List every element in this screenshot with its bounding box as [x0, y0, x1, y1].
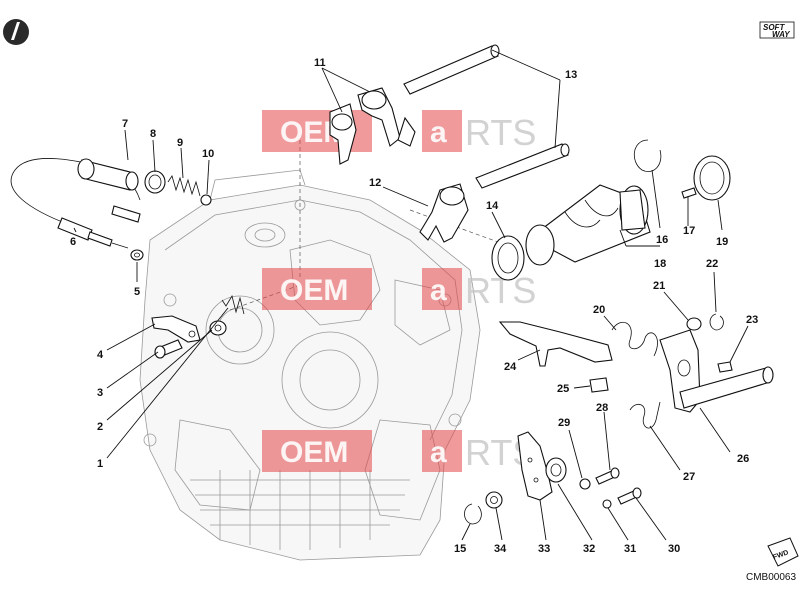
watermark-rts-1: RTS — [465, 112, 536, 153]
callout-18: 18 — [654, 258, 666, 270]
washer-part-32 — [545, 457, 567, 483]
bolt-part-28 — [595, 467, 620, 485]
circlip-part-22 — [709, 313, 724, 331]
callout-17: 17 — [683, 225, 695, 237]
callout-30: 30 — [668, 543, 680, 555]
callout-4: 4 — [97, 349, 104, 361]
shift-shaft-part-26 — [659, 329, 774, 413]
leader-lines — [73, 49, 749, 541]
pin-part-17 — [681, 187, 697, 199]
callout-5: 5 — [134, 286, 140, 298]
fork-shafts-part-13 — [403, 44, 570, 189]
brand-mark-icon — [3, 19, 29, 45]
callout-16: 16 — [656, 234, 668, 246]
callout-32: 32 — [583, 543, 595, 555]
callout-12: 12 — [369, 177, 381, 189]
callout-20: 20 — [593, 304, 605, 316]
washer-part-29 — [579, 478, 591, 490]
callout-7: 7 — [122, 118, 128, 130]
lever-plate-part-24 — [498, 321, 613, 367]
callout-27: 27 — [683, 471, 695, 483]
callout-15: 15 — [454, 543, 466, 555]
callout-31: 31 — [624, 543, 636, 555]
spring-part-20 — [611, 321, 658, 357]
callout-10: 10 — [202, 148, 214, 160]
callout-3: 3 — [97, 387, 103, 399]
selector-drum-part-18 — [525, 184, 651, 266]
watermark-a-3: a — [430, 436, 447, 469]
callout-34: 34 — [494, 543, 507, 555]
softway-logo: SOFT WAY — [759, 21, 795, 39]
callout-6: 6 — [70, 236, 76, 248]
washer-part-21 — [686, 317, 702, 331]
callout-29: 29 — [558, 417, 570, 429]
circlip-part-15 — [464, 503, 482, 525]
watermark-oem-3: OEM — [280, 436, 348, 469]
callout-19: 19 — [716, 236, 728, 248]
bolt-part-30 — [617, 487, 642, 505]
o-ring-part-8 — [144, 170, 166, 194]
bearing-part-14 — [491, 235, 525, 281]
bolt-part-3 — [154, 339, 183, 359]
shift-fork-part-12 — [419, 183, 469, 243]
bolt-part-25 — [589, 377, 609, 393]
callout-24: 24 — [504, 361, 517, 373]
washer-part-5 — [130, 249, 144, 261]
callout-22: 22 — [706, 258, 718, 270]
callout-23: 23 — [746, 314, 758, 326]
circlip-part-16 — [634, 139, 662, 172]
spring-part-27 — [629, 401, 661, 429]
callout-33: 33 — [538, 543, 550, 555]
bracket-part-33 — [517, 431, 553, 501]
lever-part-4 — [151, 315, 201, 343]
spring-part-9 — [167, 175, 201, 197]
pin-part-23 — [717, 361, 733, 373]
callout-28: 28 — [596, 402, 608, 414]
washer-part-31 — [602, 499, 612, 509]
watermark-a-1: a — [430, 116, 447, 149]
callout-numbers: 7 8 9 10 6 5 4 3 2 1 11 13 12 14 16 17 1… — [70, 57, 758, 555]
callout-26: 26 — [737, 453, 749, 465]
callout-9: 9 — [177, 137, 183, 149]
plug-part-7 — [77, 158, 139, 191]
callout-8: 8 — [150, 128, 156, 140]
ball-part-10 — [200, 194, 212, 206]
shift-forks-part-11 — [329, 87, 416, 165]
callout-14: 14 — [486, 200, 499, 212]
drawing-code: CMB00063 — [746, 572, 796, 583]
callout-11: 11 — [314, 57, 326, 69]
forward-direction-icon: FWD — [767, 537, 799, 567]
washer-part-34 — [485, 491, 503, 509]
callout-2: 2 — [97, 421, 103, 433]
watermark-a-2: a — [430, 274, 447, 307]
callout-21: 21 — [653, 280, 665, 292]
washer-part-19 — [693, 155, 731, 201]
callout-13: 13 — [565, 69, 577, 81]
spring-part-1 — [221, 294, 245, 315]
logo-text-bottom: WAY — [772, 30, 790, 39]
logo-text-top: SOFT — [763, 23, 785, 32]
watermark: OEM a RTS OEM a RTS OEM a RTS — [262, 110, 536, 473]
callout-25: 25 — [557, 383, 569, 395]
callout-1: 1 — [97, 458, 103, 470]
watermark-oem-2: OEM — [280, 274, 348, 307]
